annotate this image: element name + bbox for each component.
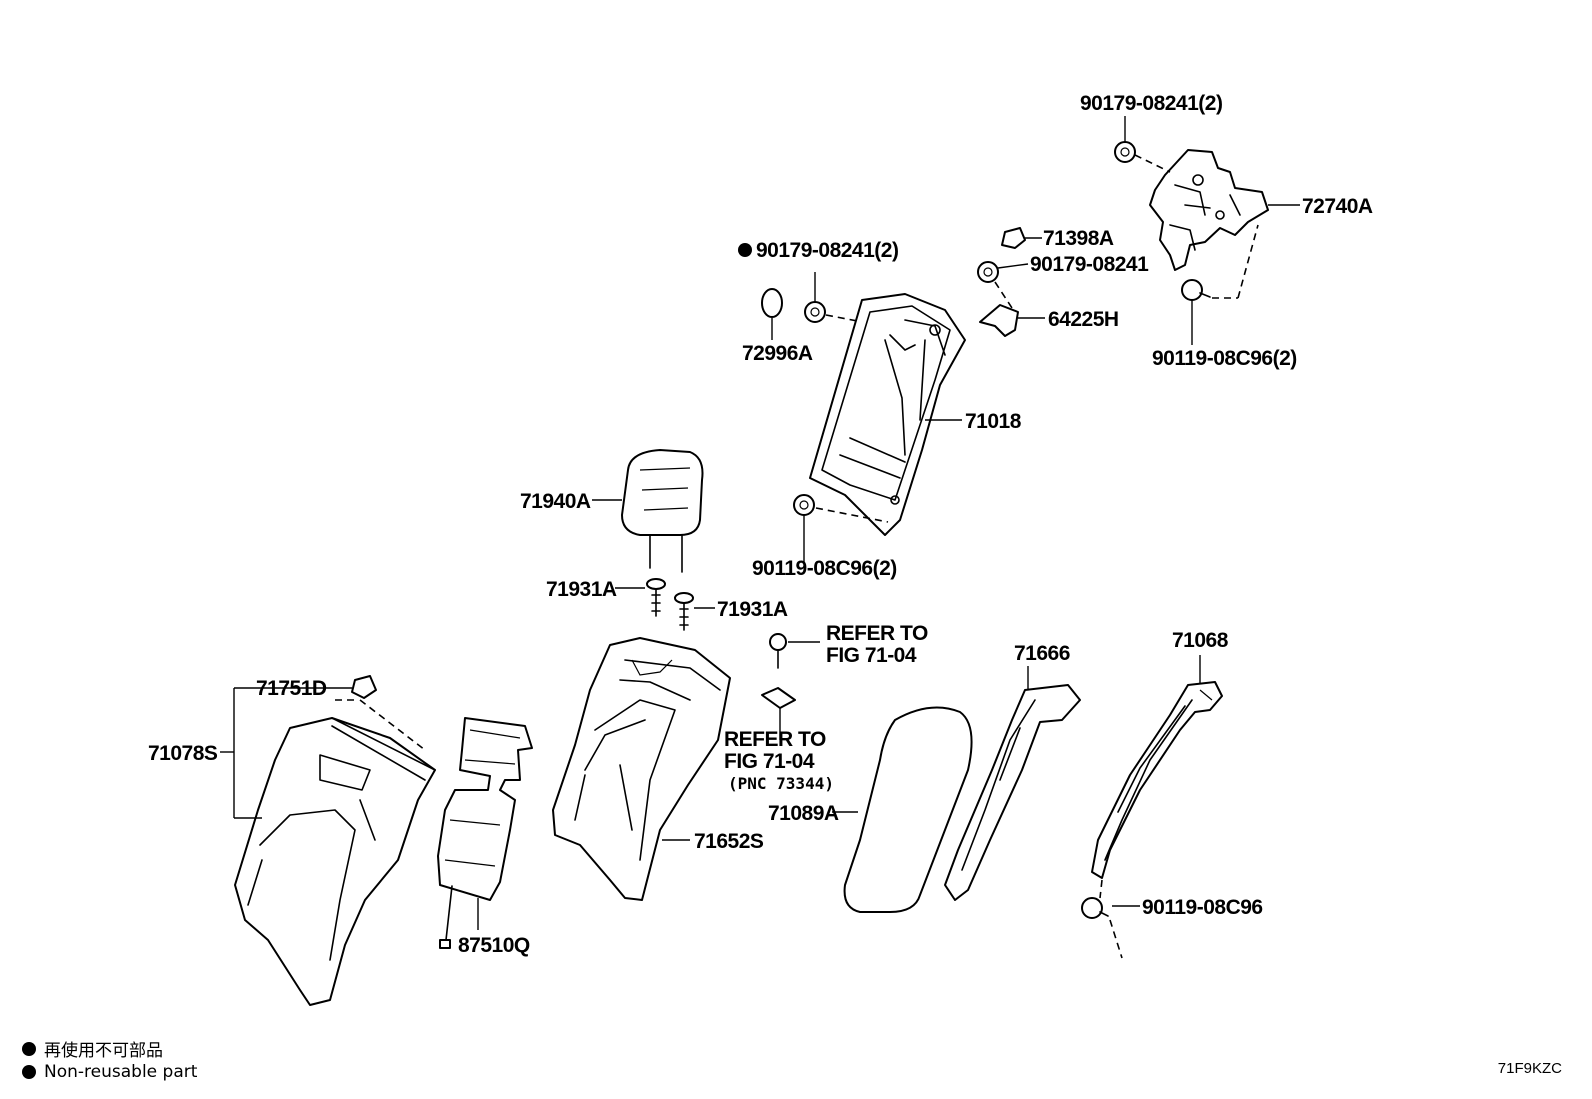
label-71089A: 71089A bbox=[768, 802, 839, 825]
legend-en: Non-reusable part bbox=[22, 1062, 197, 1082]
label-pnc-73344: (PNC 73344) bbox=[728, 774, 834, 793]
label-71751D: 71751D bbox=[256, 677, 327, 700]
label-71666: 71666 bbox=[1014, 642, 1070, 665]
cap-72996A bbox=[761, 288, 783, 318]
label-71068: 71068 bbox=[1172, 629, 1229, 652]
clip-71751D bbox=[351, 675, 377, 699]
headrest-71940A bbox=[621, 449, 704, 573]
label-87510Q: 87510Q bbox=[458, 934, 530, 957]
headrest-guide-71931A-1 bbox=[646, 578, 666, 617]
clip-refer-fig bbox=[761, 687, 796, 709]
label-90119-08C96-2-left: 90119-08C96(2) bbox=[752, 557, 897, 580]
non-reusable-marker-icon bbox=[738, 243, 752, 257]
bolt-90119-right bbox=[1181, 279, 1211, 301]
bolt-90119-bottom bbox=[1081, 897, 1109, 919]
label-71940A: 71940A bbox=[520, 490, 591, 513]
label-72996A: 72996A bbox=[742, 342, 813, 365]
label-refer-to-2: REFER TO bbox=[724, 728, 826, 751]
legend-en-text: Non-reusable part bbox=[44, 1062, 198, 1082]
label-90179-08241-2-left: 90179-08241(2) bbox=[756, 239, 898, 262]
nut-90179-mid bbox=[977, 261, 999, 283]
label-fig-71-04-1: FIG 71-04 bbox=[826, 644, 917, 667]
legend-jp-text: 再使用不可部品 bbox=[44, 1041, 163, 1061]
bullet-icon bbox=[22, 1065, 36, 1079]
label-90119-08C96: 90119-08C96 bbox=[1142, 896, 1263, 919]
label-90179-08241-2-top: 90179-08241(2) bbox=[1080, 92, 1222, 115]
seat-heater-87510Q bbox=[437, 717, 533, 949]
nut-90179-top bbox=[1114, 141, 1136, 163]
figure-code: 71F9KZC bbox=[1497, 1060, 1562, 1077]
bullet-icon bbox=[22, 1041, 36, 1056]
label-71652S: 71652S bbox=[694, 830, 764, 853]
bolt-90119-left bbox=[793, 494, 815, 516]
label-71931A-2: 71931A bbox=[717, 598, 788, 621]
legend-jp: 再使用不可部品 bbox=[22, 1036, 163, 1061]
seat-lock-71068 bbox=[1091, 681, 1223, 879]
label-71018: 71018 bbox=[965, 410, 1022, 433]
seatback-pad-71652S bbox=[552, 637, 731, 901]
label-refer-to-1: REFER TO bbox=[826, 622, 928, 645]
label-71398A: 71398A bbox=[1043, 227, 1114, 250]
seatback-frame-71018 bbox=[809, 293, 966, 536]
hinge-bracket-72740A bbox=[1149, 149, 1269, 271]
label-64225H: 64225H bbox=[1048, 308, 1119, 331]
bracket-64225H bbox=[979, 304, 1019, 337]
label-fig-71-04-2: FIG 71-04 bbox=[724, 750, 815, 773]
label-90119-08C96-2-right: 90119-08C96(2) bbox=[1152, 347, 1297, 370]
clip-71398A bbox=[1001, 227, 1026, 249]
seatback-cover-71078S bbox=[234, 717, 436, 1006]
label-71931A-1: 71931A bbox=[546, 578, 617, 601]
headrest-guide-71931A-2 bbox=[674, 592, 694, 631]
seatback-board-71089A bbox=[843, 706, 973, 913]
label-90179-08241: 90179-08241 bbox=[1030, 253, 1149, 276]
nut-90179-left bbox=[804, 301, 826, 323]
side-trim-71666 bbox=[944, 684, 1081, 901]
screw-refer-fig bbox=[769, 633, 787, 669]
label-71078S: 71078S bbox=[148, 742, 218, 765]
label-72740A: 72740A bbox=[1302, 195, 1373, 218]
